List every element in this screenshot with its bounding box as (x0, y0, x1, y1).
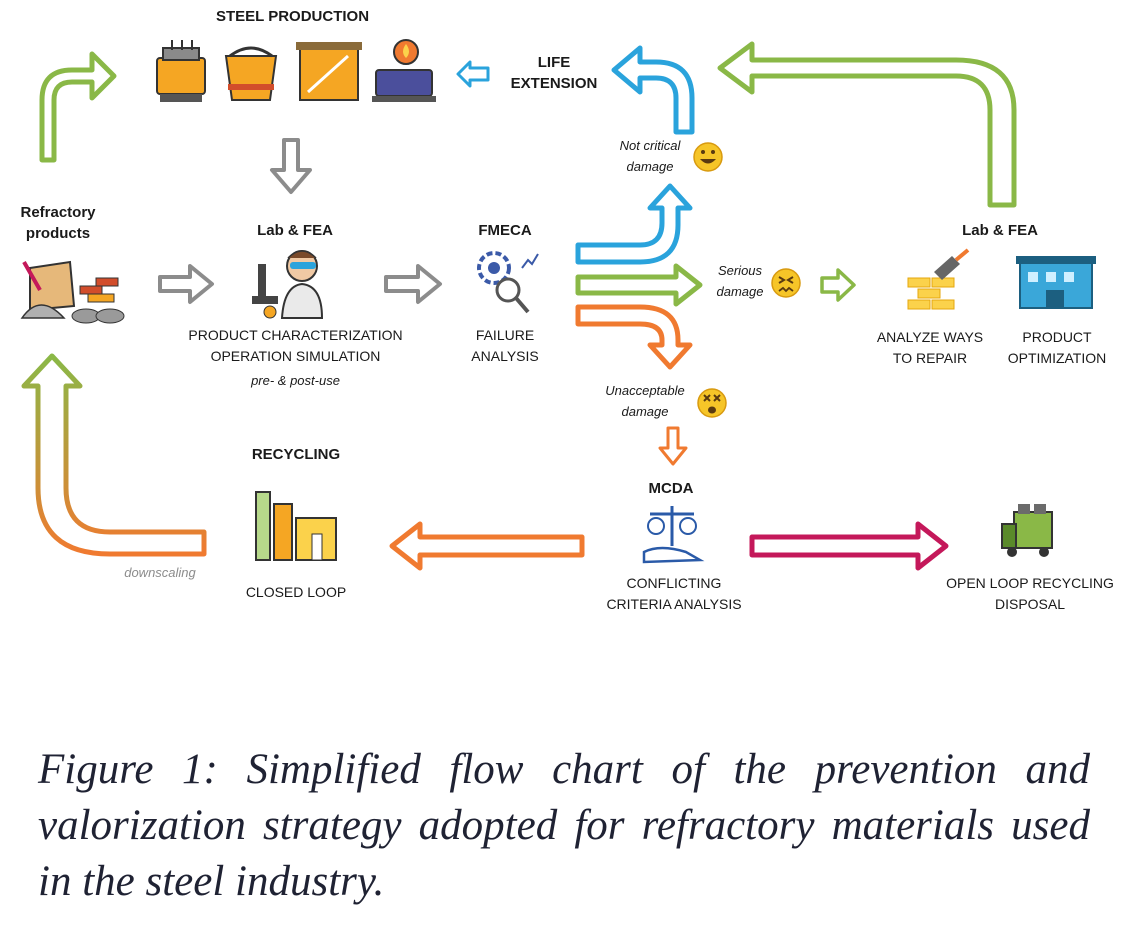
confounded-emoji-icon (771, 268, 801, 298)
serious-damage-label: Serious damage (708, 260, 772, 302)
arrow-refractory-to-lab (158, 264, 214, 304)
arrow-refractory-to-steel (39, 51, 117, 163)
serious-line2: damage (716, 284, 764, 299)
gear-magnifier-icon (477, 251, 539, 314)
optimization-text: OPTIMIZATION (1007, 350, 1107, 366)
disposal-text: DISPOSAL (994, 596, 1066, 612)
not-critical-line2: damage (626, 159, 674, 174)
unacceptable-line1: Unacceptable (605, 383, 685, 398)
closed-loop-label: CLOSED LOOP (245, 584, 347, 600)
unacceptable-damage-label: Unacceptable damage (592, 380, 698, 422)
arrow-up-to-life-extension (611, 45, 695, 135)
steel-production-title: STEEL PRODUCTION (215, 8, 370, 25)
dizzy-emoji-icon (697, 388, 727, 418)
refractory-products-label: Refractory products (6, 202, 110, 244)
downscaling-note: downscaling (124, 565, 196, 580)
not-critical-line1: Not critical (619, 138, 681, 153)
arrow-mcda-to-open-loop (749, 521, 949, 571)
flow-chart (20, 39, 1096, 571)
open-loop-label: OPEN LOOP RECYCLING DISPOSAL (942, 573, 1118, 615)
building-icon (1016, 256, 1096, 309)
life-extension-label: LIFE EXTENSION (500, 52, 608, 94)
arrow-recycling-to-refractory (21, 353, 207, 557)
arrow-optimization-loop (717, 41, 1017, 208)
balance-hand-icon (642, 506, 705, 564)
failure-text: FAILURE (475, 327, 535, 343)
fmeca-description: FAILURE ANALYSIS (455, 325, 555, 367)
refractory-products-line2: products (25, 225, 91, 242)
arrow-fmeca-not-critical (575, 183, 693, 265)
lab-fea-left-description: PRODUCT CHARACTERIZATION OPERATION SIMUL… (188, 325, 403, 391)
scientist-microscope-icon (252, 250, 324, 319)
mcda-description: CONFLICTING CRITERIA ANALYSIS (600, 573, 748, 615)
open-loop-recycling-text: OPEN LOOP RECYCLING (946, 575, 1114, 591)
factory-icon (255, 491, 337, 561)
arrow-fmeca-unacceptable (575, 304, 693, 370)
arrow-steel-to-lab (270, 138, 312, 194)
caster-icon (372, 39, 436, 102)
pre-post-use-note: pre- & post-use (251, 373, 340, 388)
to-repair-text: TO REPAIR (892, 350, 968, 366)
refractory-bags-icon (20, 260, 125, 324)
arrow-fmeca-serious (575, 263, 703, 307)
arrow-life-extension-to-steel (456, 60, 490, 88)
refractory-products-line1: Refractory (20, 204, 96, 221)
conflicting-text: CONFLICTING (626, 575, 722, 591)
operation-simulation-text: OPERATION SIMULATION (210, 348, 381, 364)
life-extension-line2: EXTENSION (510, 75, 598, 92)
brick-trowel-icon (907, 248, 970, 310)
tundish-icon (296, 42, 362, 101)
ladle-icon (224, 46, 278, 101)
figure-caption: Figure 1: Simplified flow chart of the p… (38, 746, 1090, 905)
analysis-text: ANALYSIS (471, 348, 539, 364)
product-optimization-label: PRODUCT OPTIMIZATION (998, 327, 1116, 369)
lab-fea-left-title: Lab & FEA (257, 222, 333, 239)
lab-fea-right-title: Lab & FEA (962, 222, 1038, 239)
life-extension-line1: LIFE (537, 54, 571, 71)
fmeca-title: FMECA (478, 222, 532, 239)
recycling-title: RECYCLING (251, 446, 341, 463)
grinning-emoji-icon (693, 142, 723, 172)
furnace-icon (156, 40, 206, 102)
garbage-truck-icon (1001, 504, 1053, 557)
analyze-repair-label: ANALYZE WAYS TO REPAIR (870, 327, 990, 369)
arrow-serious-to-lab (820, 268, 856, 302)
not-critical-damage-label: Not critical damage (605, 135, 695, 177)
arrow-lab-to-fmeca (384, 264, 442, 304)
criteria-analysis-text: CRITERIA ANALYSIS (606, 596, 742, 612)
mcda-title: MCDA (648, 480, 694, 497)
serious-line1: Serious (717, 263, 763, 278)
analyze-ways-text: ANALYZE WAYS (876, 329, 984, 345)
arrow-unacceptable-to-mcda (658, 426, 688, 466)
product-text: PRODUCT (1022, 329, 1092, 345)
arrow-mcda-to-recycling (389, 521, 585, 571)
product-characterization-text: PRODUCT CHARACTERIZATION (188, 327, 403, 343)
unacceptable-line2: damage (621, 404, 669, 419)
